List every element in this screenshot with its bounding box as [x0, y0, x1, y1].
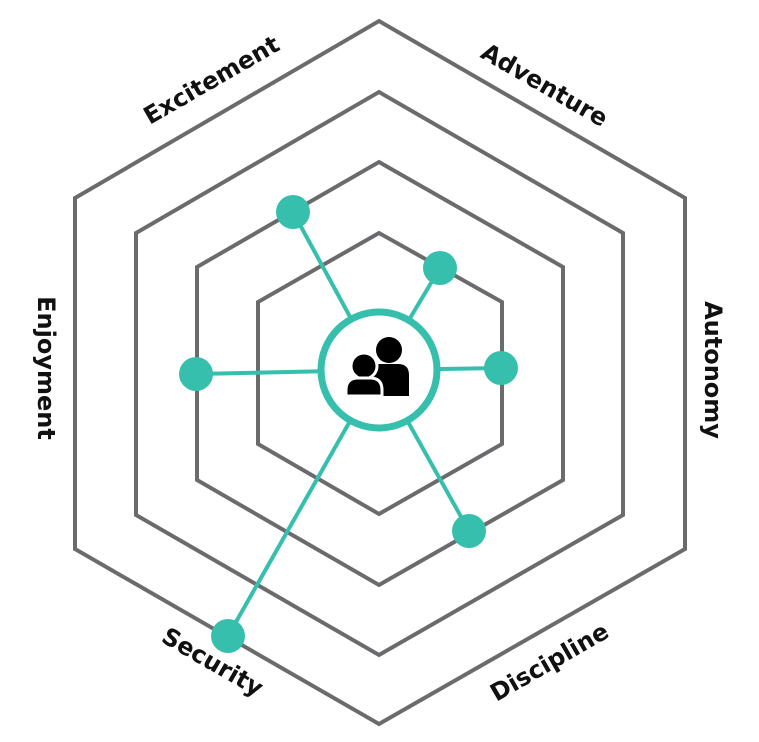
- people-icon: [344, 337, 409, 398]
- node-autonomy: [484, 351, 518, 385]
- label-excitement: Excitement: [139, 30, 285, 130]
- hexagon-ring-2: [195, 159, 565, 588]
- node-discipline: [452, 514, 486, 548]
- hexagon-ring-1: [256, 230, 504, 517]
- node-excitement: [276, 195, 310, 229]
- hexagon-ring-3: [134, 89, 625, 658]
- node-adventure: [423, 251, 457, 285]
- label-autonomy: Autonomy: [699, 301, 727, 439]
- label-discipline: Discipline: [485, 617, 613, 707]
- node-enjoyment: [179, 357, 213, 391]
- label-enjoyment: Enjoyment: [32, 296, 60, 440]
- hexagon-ring-4: [73, 18, 687, 727]
- node-security: [211, 619, 245, 653]
